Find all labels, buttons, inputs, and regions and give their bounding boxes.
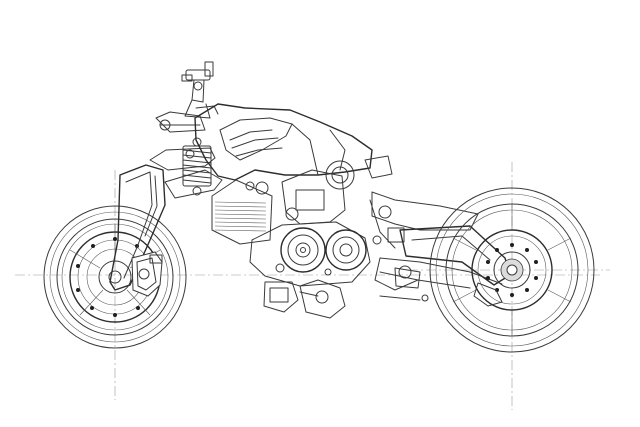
frame-seat <box>364 155 479 249</box>
fuel-tank <box>194 103 373 181</box>
front-wheel <box>43 205 187 349</box>
exhaust-and-sump <box>263 279 346 319</box>
handlebar <box>181 61 219 119</box>
engine-crankcase <box>249 221 371 287</box>
front-shock-spring <box>182 137 212 196</box>
engine-cylinder <box>211 179 273 245</box>
front-fork <box>109 164 166 297</box>
rear-cylinder <box>281 160 355 225</box>
footpeg-brackets <box>379 267 429 302</box>
rear-wheel <box>429 187 595 353</box>
